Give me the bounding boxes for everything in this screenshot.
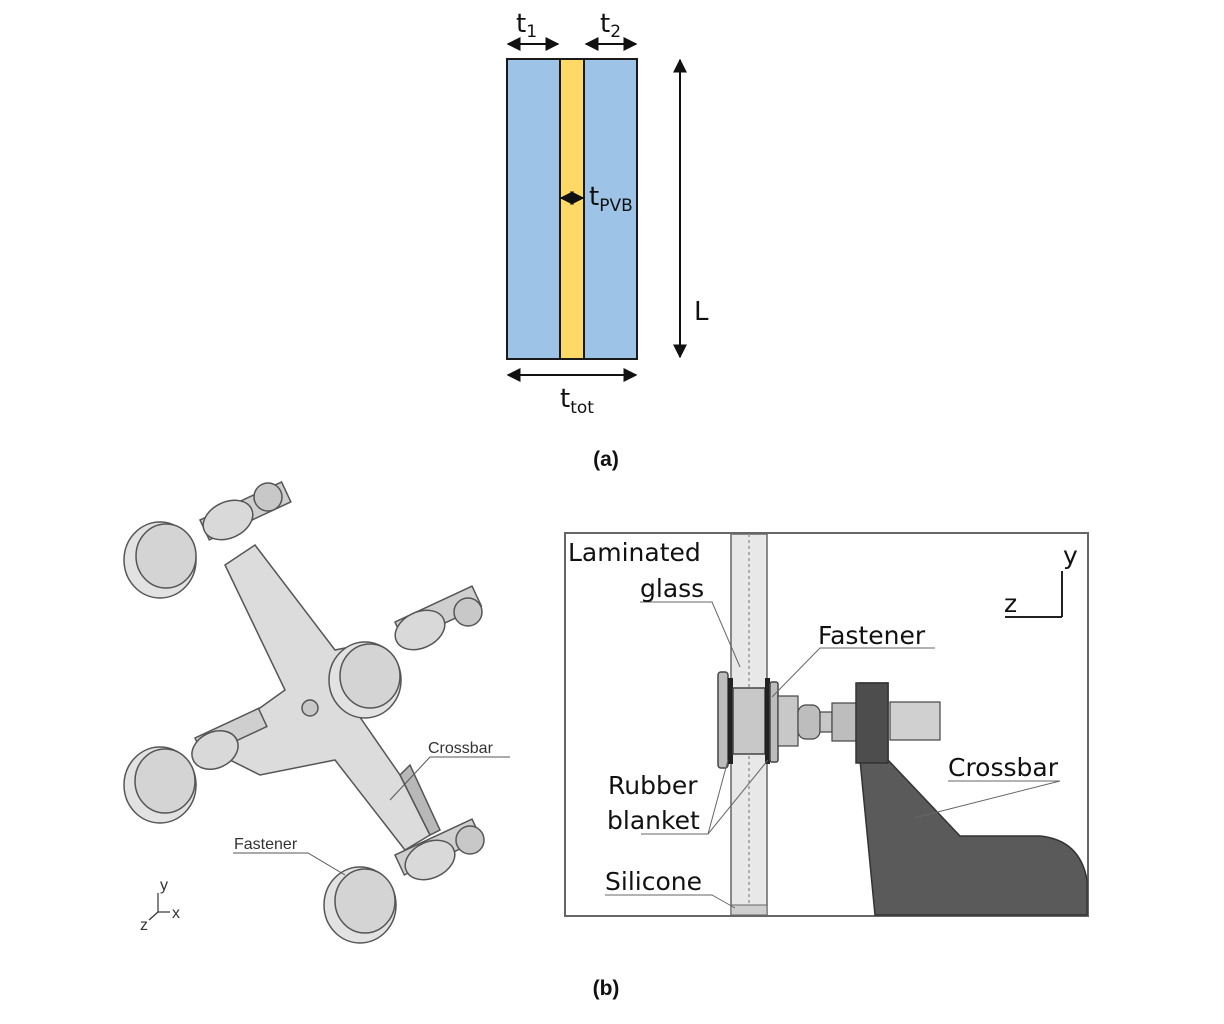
iso-fastener-label: Fastener: [234, 836, 298, 853]
rubber-blanket-left: [728, 678, 733, 764]
iso-axis-triad: [148, 893, 170, 921]
rubber-blanket-label-1: Rubber: [608, 771, 698, 800]
silicone-label: Silicone: [605, 867, 702, 896]
pvb-interlayer: [559, 58, 585, 360]
section-axis-y-label: y: [1063, 541, 1078, 570]
glass-ply-1: [506, 58, 561, 360]
panel-b-caption: (b): [593, 977, 620, 1000]
rubber-blanket-label-2: blanket: [607, 806, 700, 835]
fastener-bottom-right: [323, 818, 485, 944]
iso-axis-x-label: x: [172, 905, 180, 922]
fastener-leader-line: [233, 852, 346, 876]
panel-a-laminate-diagram: t1 t2 tPVB L ttot: [506, 9, 709, 418]
length-label: L: [694, 297, 709, 327]
rubber-blanket-right: [765, 678, 770, 764]
fastener-right: [328, 585, 483, 719]
t1-label: t1: [516, 9, 537, 42]
iso-crossbar-label: Crossbar: [428, 740, 494, 757]
section-crossbar: [858, 682, 1088, 916]
fastener-bolt-end: [889, 701, 941, 741]
fastener-head-left: [717, 671, 729, 769]
section-leader-lines: [605, 601, 1061, 909]
laminated-glass-label-1: Laminated: [568, 538, 701, 567]
fastener-head-right: [769, 681, 779, 763]
fastener-nut: [831, 702, 857, 742]
section-fastener-label: Fastener: [818, 621, 926, 650]
crossbar-thickness: [399, 763, 441, 837]
section-axis: [1005, 571, 1063, 618]
iso-axis-y-label: y: [160, 877, 168, 894]
t2-label: t2: [600, 9, 621, 42]
isometric-spider-fitting: [123, 480, 510, 944]
fastener-top-left: [123, 480, 292, 599]
glass-ply-2: [583, 58, 638, 360]
crossbar-center-hole: [301, 699, 319, 717]
section-crossbar-label: Crossbar: [948, 753, 1059, 782]
laminated-glass-label-2: glass: [640, 574, 704, 603]
tpvb-label: tPVB: [589, 182, 633, 216]
section-view: [564, 532, 1089, 917]
crossbar-clamp: [855, 682, 889, 764]
ttot-label: ttot: [560, 384, 594, 418]
fastener-core: [732, 687, 766, 755]
iso-axis-z-label: z: [140, 917, 148, 934]
fastener-shaft: [777, 695, 799, 747]
panel-a-caption: (a): [593, 448, 619, 471]
fastener-ball: [797, 704, 821, 740]
fastener-rod: [819, 711, 833, 733]
crossbar-leader-line: [389, 756, 510, 801]
section-axis-z-label: z: [1004, 589, 1017, 618]
fastener-bottom-left: [123, 707, 268, 824]
silicone-bead: [730, 904, 768, 916]
